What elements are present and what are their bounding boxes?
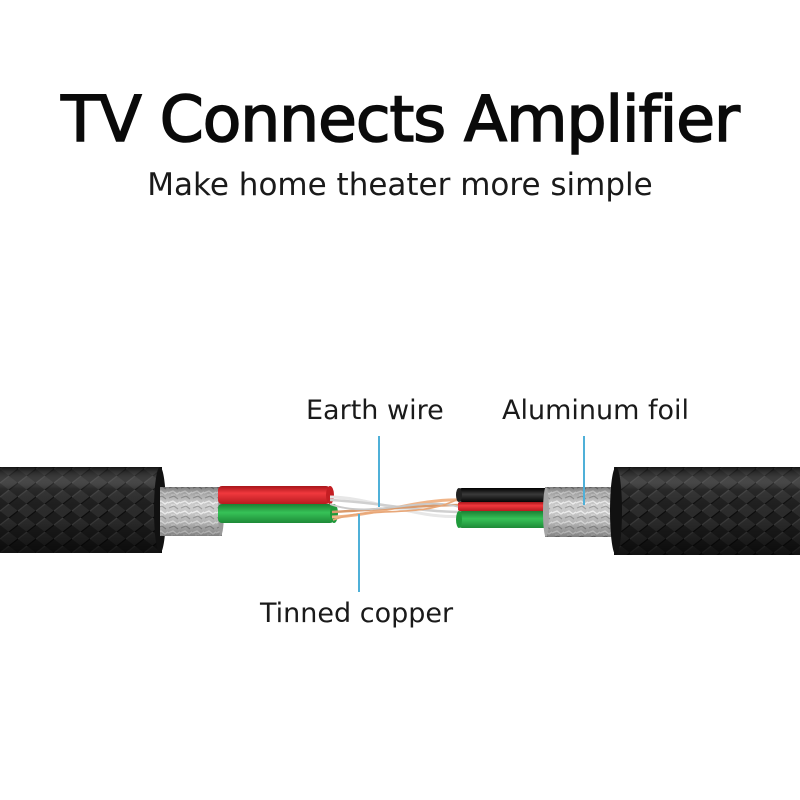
earth-wire-label: Earth wire <box>306 395 444 426</box>
right-aluminum-foil <box>543 487 617 537</box>
right-black-wire <box>456 488 558 502</box>
headline-title: TV Connects Amplifier <box>60 83 740 156</box>
aluminum-foil-label: Aluminum foil <box>502 395 690 426</box>
headline-subtitle: Make home theater more simple <box>147 167 653 203</box>
right-red-wire <box>458 502 558 511</box>
right-cable-jacket <box>610 467 800 555</box>
right-green-wire <box>456 511 558 528</box>
left-cable-jacket <box>0 467 166 553</box>
tinned-copper-label: Tinned copper <box>260 598 454 629</box>
twisted-strands <box>329 495 463 521</box>
left-aluminum-foil <box>160 487 224 536</box>
left-red-wire <box>218 486 334 504</box>
left-green-wire <box>218 504 338 523</box>
